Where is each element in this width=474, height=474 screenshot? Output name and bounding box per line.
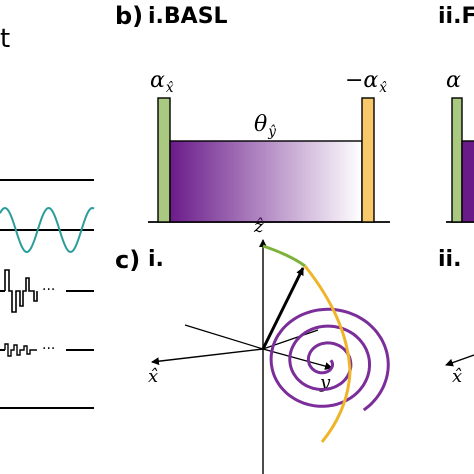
panel-c-sub-ii: ii. <box>438 247 462 272</box>
x-axis <box>151 348 264 366</box>
magnetization-vector <box>261 267 305 350</box>
panel-b-letter: b) <box>115 2 144 30</box>
axis-z-label: ẑ <box>254 216 264 237</box>
theta-pulse-purple <box>169 140 363 223</box>
green-arc <box>262 244 306 268</box>
sine-wave <box>0 206 95 254</box>
alpha-x-label-ii: α <box>446 68 461 93</box>
panel-c-letter: c) <box>115 246 141 274</box>
neg-alpha-pulse-yellow <box>361 97 375 223</box>
yellow-arc <box>303 265 352 443</box>
neg-alpha-x-label: −αx̂ <box>345 68 387 96</box>
pulse-train-2 <box>4 343 37 357</box>
y-axis <box>262 348 333 370</box>
x-axis-back <box>184 324 264 350</box>
ellipsis-2: ··· <box>42 341 56 357</box>
axis-y-label: y <box>320 372 331 393</box>
alpha-pulse-green-ii <box>451 97 463 223</box>
alpha-x-label: αx̂ <box>150 68 174 96</box>
panel-c-sub-i: i. <box>148 247 164 272</box>
purple-spiral-trajectory <box>269 307 390 412</box>
left-fragment-text: t <box>0 24 11 54</box>
axis-x-label: x̂ <box>148 366 159 387</box>
panel-b-sub-ii: ii.F <box>438 4 474 29</box>
theta-pulse-purple-ii <box>461 140 474 223</box>
axis-x-label-ii: x̂ <box>452 366 463 387</box>
theta-y-label: θŷ <box>254 112 276 140</box>
ellipsis-1: ··· <box>42 282 56 298</box>
pulse-train-1 <box>4 269 38 313</box>
panel-b-sub-i: i.BASL <box>148 4 228 29</box>
alpha-pulse-green <box>157 97 171 223</box>
x-axis-ii <box>445 354 474 367</box>
